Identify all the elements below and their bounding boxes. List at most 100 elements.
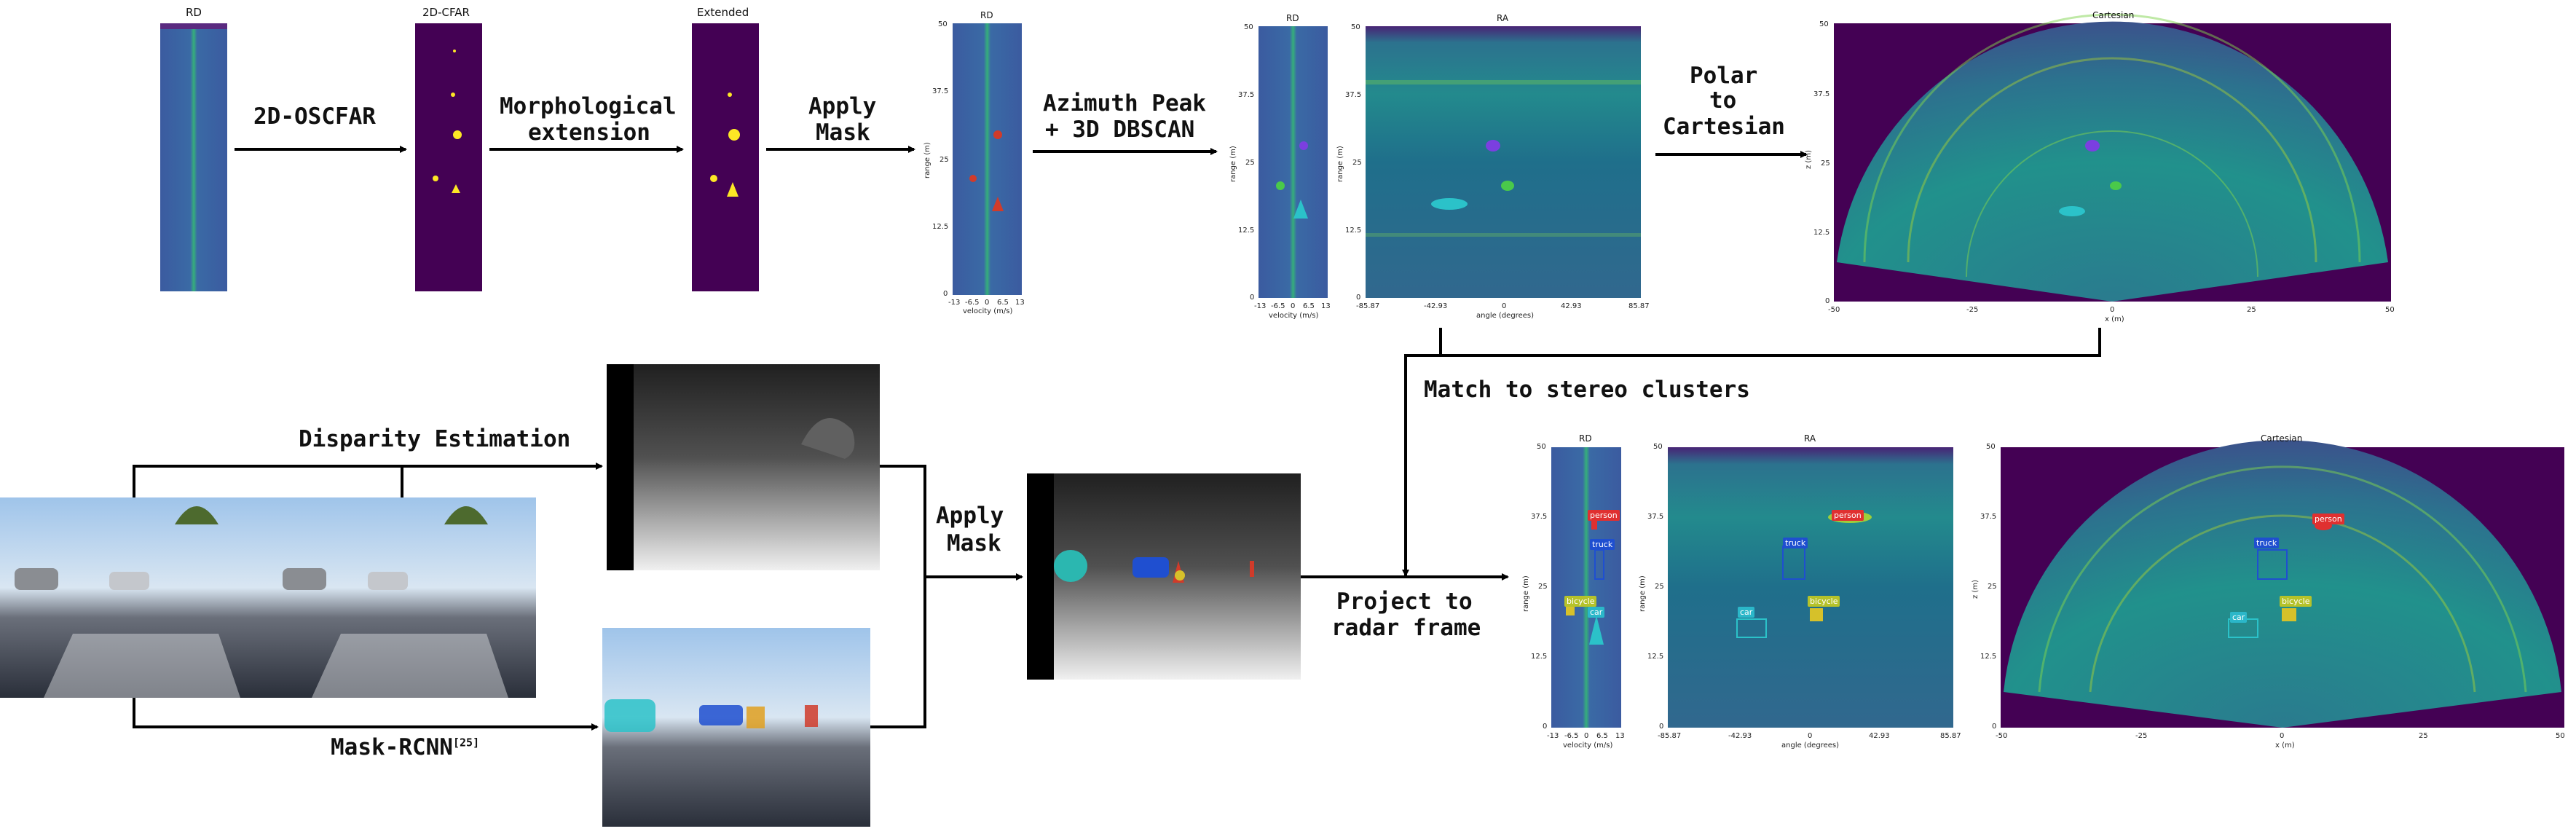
rd-masked-xtick: 6.5 xyxy=(997,299,1009,307)
rd-masked-ytick: 25 xyxy=(940,156,949,164)
out-ra-xtick: 42.93 xyxy=(1869,732,1890,740)
step-morph-label-2: extension xyxy=(528,119,650,146)
maskrcnn-output xyxy=(602,628,870,827)
rd-masked-xtick: -13 xyxy=(948,299,961,307)
out-cartesian-xtick: 25 xyxy=(2419,732,2428,740)
rd-masked-xtick: -6.5 xyxy=(965,299,980,307)
rd-clustered-plot xyxy=(1259,26,1328,298)
cartesian-xtick: -50 xyxy=(1828,306,1840,314)
cartesian-xtick: -25 xyxy=(1966,306,1979,314)
out-cartesian-ytick: 0 xyxy=(1992,723,1997,731)
out-rd-plot xyxy=(1551,447,1621,728)
step-disparity-label: Disparity Estimation xyxy=(299,426,571,452)
rd-heatmap xyxy=(160,23,227,291)
cfar-map xyxy=(415,23,482,291)
ra-xtick: -85.87 xyxy=(1356,302,1380,310)
out-ra-ytick: 37.5 xyxy=(1647,513,1664,521)
out-cartesian-ylabel: z (m) xyxy=(1972,580,1980,599)
out-rd-tag-truck: truck xyxy=(1590,539,1615,550)
extended-map xyxy=(692,23,759,291)
step-azimuth-label-2: + 3D DBSCAN xyxy=(1045,117,1195,143)
panel-title-cartesian: Cartesian xyxy=(2092,10,2135,20)
out-ra-xtick: -85.87 xyxy=(1658,732,1682,740)
panel-title-ra: RA xyxy=(1497,13,1509,23)
rd-clustered-xtick: 0 xyxy=(1291,302,1296,310)
out-cartesian-xtick: -25 xyxy=(2135,732,2148,740)
out-rd-xtick: 13 xyxy=(1615,732,1625,740)
rd-masked-ytick: 12.5 xyxy=(932,223,949,231)
cartesian-ylabel: z (m) xyxy=(1805,150,1813,169)
out-rd-xtick: 0 xyxy=(1584,732,1589,740)
out-ra-tag-truck: truck xyxy=(1783,538,1808,548)
out-cartesian-tag-car: car xyxy=(2230,612,2248,623)
rd-masked-ytick: 37.5 xyxy=(932,87,949,95)
step-polar-label-3: Cartesian xyxy=(1663,114,1785,140)
ra-ytick: 0 xyxy=(1356,294,1361,302)
ra-ytick: 50 xyxy=(1351,23,1360,31)
rd-clustered-ytick: 25 xyxy=(1245,159,1255,167)
rd-masked-xtick: 0 xyxy=(985,299,990,307)
connector-match xyxy=(1406,328,2101,357)
rd-masked-ylabel: range (m) xyxy=(923,142,931,178)
step-project-label-2: radar frame xyxy=(1331,615,1481,641)
rd-clustered-ytick: 37.5 xyxy=(1238,91,1255,99)
cartesian-xtick: 25 xyxy=(2247,306,2256,314)
out-rd-ytick: 25 xyxy=(1538,583,1548,591)
rd-clustered-xlabel: velocity (m/s) xyxy=(1269,312,1319,320)
step-apply-mask-bottom-label-2: Mask xyxy=(947,530,1001,556)
out-rd-xtick: -13 xyxy=(1547,732,1559,740)
rd-masked-ytick: 50 xyxy=(938,20,948,28)
out-rd-ytick: 12.5 xyxy=(1531,653,1548,661)
ra-ytick: 25 xyxy=(1352,159,1362,167)
out-cartesian-tag-person: person xyxy=(2312,514,2344,524)
out-cartesian-ytick: 12.5 xyxy=(1980,653,1997,661)
panel-title-extended: Extended xyxy=(697,6,749,19)
out-rd-xlabel: velocity (m/s) xyxy=(1563,741,1613,750)
step-apply-mask-bottom-label-1: Apply xyxy=(936,503,1004,529)
out-ra-tag-bicycle: bicycle xyxy=(1808,596,1840,607)
step-azimuth-label-1: Azimuth Peak xyxy=(1043,90,1206,117)
rd-clustered-xtick: -13 xyxy=(1254,302,1267,310)
cartesian-xtick: 0 xyxy=(2110,306,2115,314)
out-ra-ytick: 50 xyxy=(1653,443,1663,451)
out-rd-xtick: -6.5 xyxy=(1564,732,1579,740)
cartesian-xlabel: x (m) xyxy=(2105,315,2124,323)
ra-ytick: 12.5 xyxy=(1345,227,1362,235)
out-rd-ytick: 37.5 xyxy=(1531,513,1548,521)
cartesian-ytick: 50 xyxy=(1819,20,1829,28)
rd-masked-xlabel: velocity (m/s) xyxy=(963,307,1013,315)
out-rd-ytick: 50 xyxy=(1537,443,1546,451)
ra-xtick: 0 xyxy=(1502,302,1507,310)
masked-depth-map xyxy=(1027,473,1301,680)
step-oscfar-label: 2D-OSCFAR xyxy=(253,103,376,130)
out-ra-xtick: 85.87 xyxy=(1940,732,1961,740)
out-ra-tag-car: car xyxy=(1738,607,1755,618)
arrow-match-down xyxy=(1402,328,1442,577)
rd-clustered-xtick: 6.5 xyxy=(1303,302,1315,310)
cartesian-ytick: 12.5 xyxy=(1813,229,1830,237)
ra-xtick: 85.87 xyxy=(1628,302,1650,310)
out-cartesian-ytick: 37.5 xyxy=(1980,513,1997,521)
disparity-map xyxy=(607,364,880,570)
step-polar-label-2: to xyxy=(1709,87,1737,114)
step-polar-label-1: Polar xyxy=(1690,63,1758,89)
out-cartesian-tag-bicycle: bicycle xyxy=(2280,596,2312,607)
step-apply-mask-top-label-1: Apply xyxy=(808,93,877,119)
rd-clustered-ytick: 12.5 xyxy=(1238,227,1255,235)
ra-ylabel: range (m) xyxy=(1336,146,1344,182)
arrow-disparity xyxy=(133,463,603,497)
panel-title-out-cartesian: Cartesian xyxy=(2261,433,2303,444)
out-ra-plot xyxy=(1668,447,1953,728)
ra-ytick: 37.5 xyxy=(1345,91,1362,99)
out-ra-ytick: 25 xyxy=(1655,583,1664,591)
rd-masked-plot xyxy=(953,23,1022,295)
out-rd-ylabel: range (m) xyxy=(1522,575,1530,612)
rd-masked-ytick: 0 xyxy=(943,290,948,298)
out-cartesian-ytick: 50 xyxy=(1986,443,1996,451)
panel-title-out-rd: RD xyxy=(1579,433,1592,444)
out-cartesian-plot xyxy=(2001,440,2564,728)
step-apply-mask-top-label-2: Mask xyxy=(816,119,870,146)
out-rd-tag-bicycle: bicycle xyxy=(1564,596,1597,607)
panel-title-rd: RD xyxy=(186,6,202,19)
